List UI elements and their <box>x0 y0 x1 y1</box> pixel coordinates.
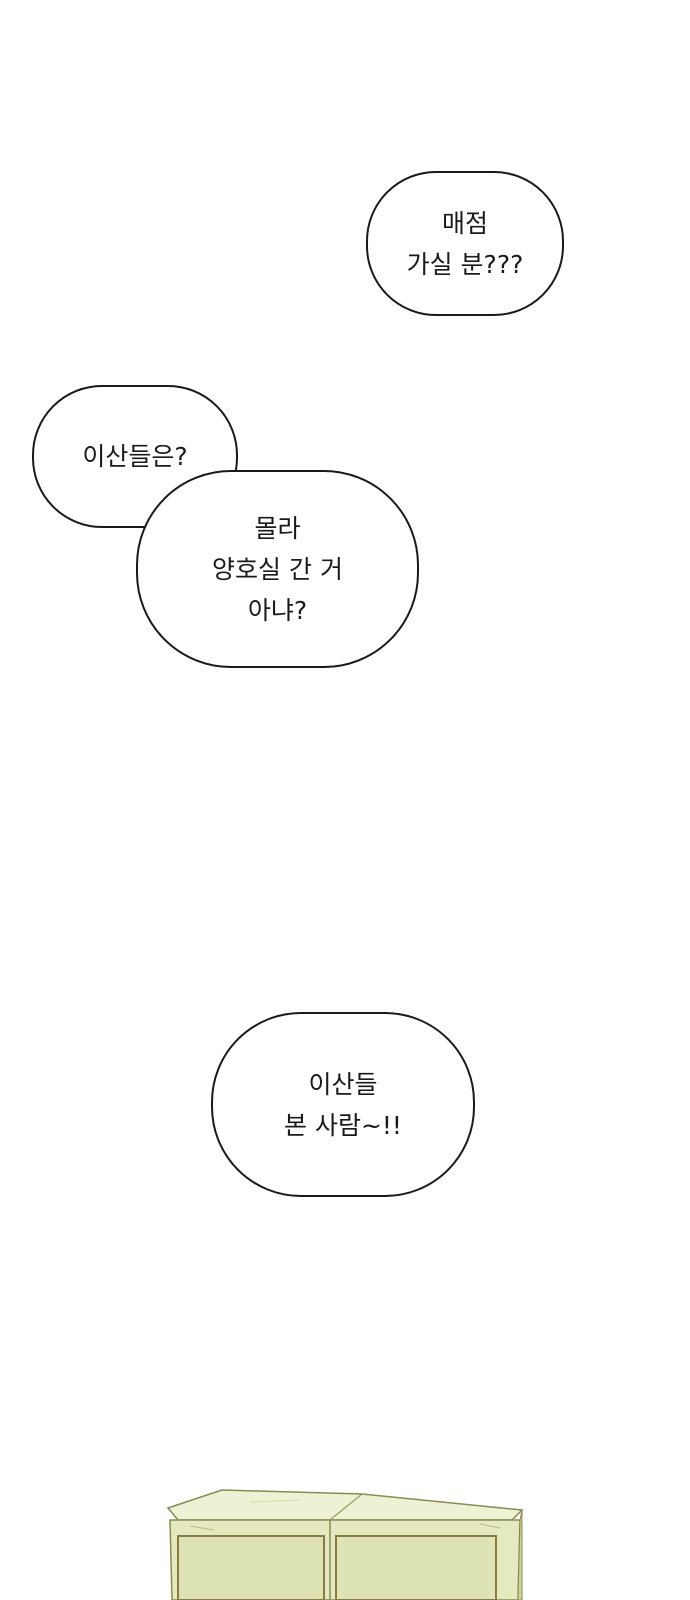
speech-bubble-infirmary: 몰라 양호실 간 거 아냐? <box>136 470 419 668</box>
speech-bubble-anyone-seen: 이산들 본 사람~!! <box>211 1012 475 1197</box>
bubble-line: 매점 <box>441 208 488 238</box>
bubble-line: 본 사람~!! <box>284 1110 402 1140</box>
bubble-line: 가실 분??? <box>406 249 524 279</box>
bubble-line: 이산들 <box>308 1069 378 1099</box>
bubble-line: 양호실 간 거 <box>212 554 343 584</box>
speech-bubble-where-isandeul: 이산들은? <box>32 385 238 528</box>
bubble-line: 아냐? <box>247 595 308 625</box>
speech-bubble-snack-shop: 매점 가실 분??? <box>366 171 564 316</box>
cabinet-illustration <box>166 1489 524 1600</box>
bubble-line: 몰라 <box>254 513 301 543</box>
bubble-line: 이산들은? <box>82 442 188 471</box>
